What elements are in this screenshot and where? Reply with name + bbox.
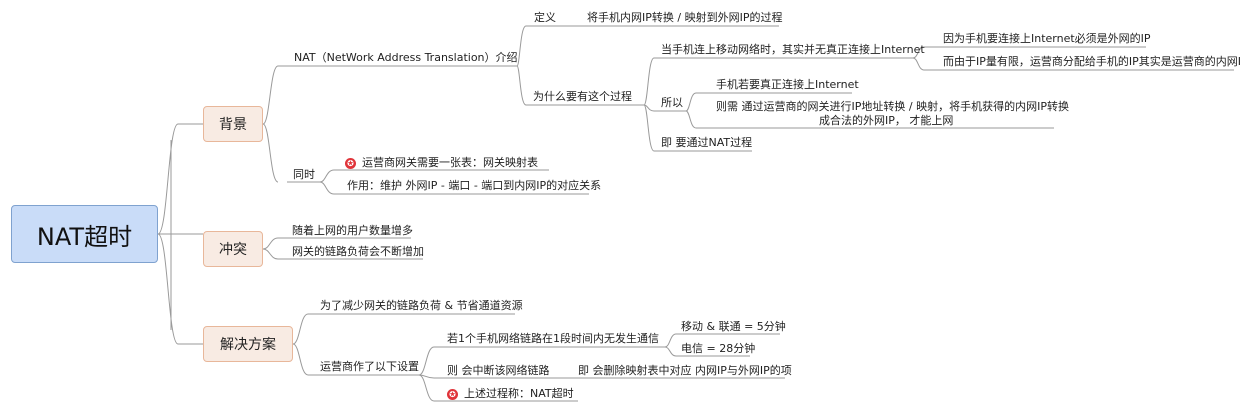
so-item[interactable]: 则需 通过运营商的网关进行IP地址转换 / 映射，将手机获得的内网IP转换	[716, 100, 1069, 113]
so-topic[interactable]: 所以	[661, 96, 683, 109]
settings-topic[interactable]: 运营商作了以下设置	[320, 360, 419, 373]
solution-goal[interactable]: 为了减少网关的链路负荷 & 节省通道资源	[320, 299, 523, 312]
nat-timeout-name-label: 上述过程称：NAT超时	[464, 387, 574, 400]
timeout-value[interactable]: 移动 & 联通 = 5分钟	[681, 320, 786, 333]
so-item[interactable]: 成合法的外网IP， 才能上网	[819, 114, 954, 127]
why-topic[interactable]: 为什么要有这个过程	[533, 90, 632, 103]
branch-background[interactable]: 背景	[203, 106, 263, 142]
meanwhile-topic[interactable]: 同时	[293, 168, 315, 181]
meanwhile-item-label: 运营商网关需要一张表：网关映射表	[362, 156, 538, 169]
action-topic[interactable]: 则 会中断该网络链路	[447, 364, 550, 377]
condition-topic[interactable]: 若1个手机网络链路在1段时间内无发生通信	[447, 332, 659, 345]
conflict-item[interactable]: 网关的链路负荷会不断增加	[292, 245, 424, 258]
conflict-item[interactable]: 随着上网的用户数量增多	[292, 224, 413, 237]
conclusion-topic[interactable]: 即 要通过NAT过程	[661, 136, 753, 149]
nat-intro-topic[interactable]: NAT（NetWork Address Translation）介绍	[294, 51, 518, 64]
nat-timeout-name[interactable]: ✪ 上述过程称：NAT超时	[447, 387, 574, 401]
branch-solution[interactable]: 解决方案	[203, 326, 293, 362]
root-node[interactable]: NAT超时	[11, 205, 158, 263]
reason-item[interactable]: 而由于IP量有限，运营商分配给手机的IP其实是运营商的内网IP	[943, 55, 1240, 68]
so-item[interactable]: 手机若要真正连接上Internet	[716, 78, 859, 91]
meanwhile-item[interactable]: 作用：维护 外网IP - 端口 - 端口到内网IP的对应关系	[347, 179, 602, 192]
action-detail[interactable]: 即 会删除映射表中对应 内网IP与外网IP的项	[578, 364, 792, 377]
definition-topic[interactable]: 定义	[534, 11, 556, 24]
star-icon: ✪	[345, 157, 356, 169]
meanwhile-item[interactable]: ✪ 运营商网关需要一张表：网关映射表	[345, 156, 538, 170]
star-icon: ✪	[447, 388, 458, 400]
reason-item[interactable]: 因为手机要连接上Internet必须是外网的IP	[943, 32, 1151, 45]
mobile-network-topic[interactable]: 当手机连上移动网络时，其实并无真正连接上Internet	[661, 43, 925, 56]
definition-text[interactable]: 将手机内网IP转换 / 映射到外网IP的过程	[587, 11, 783, 24]
timeout-value[interactable]: 电信 = 28分钟	[681, 342, 756, 355]
branch-conflict[interactable]: 冲突	[203, 231, 263, 267]
